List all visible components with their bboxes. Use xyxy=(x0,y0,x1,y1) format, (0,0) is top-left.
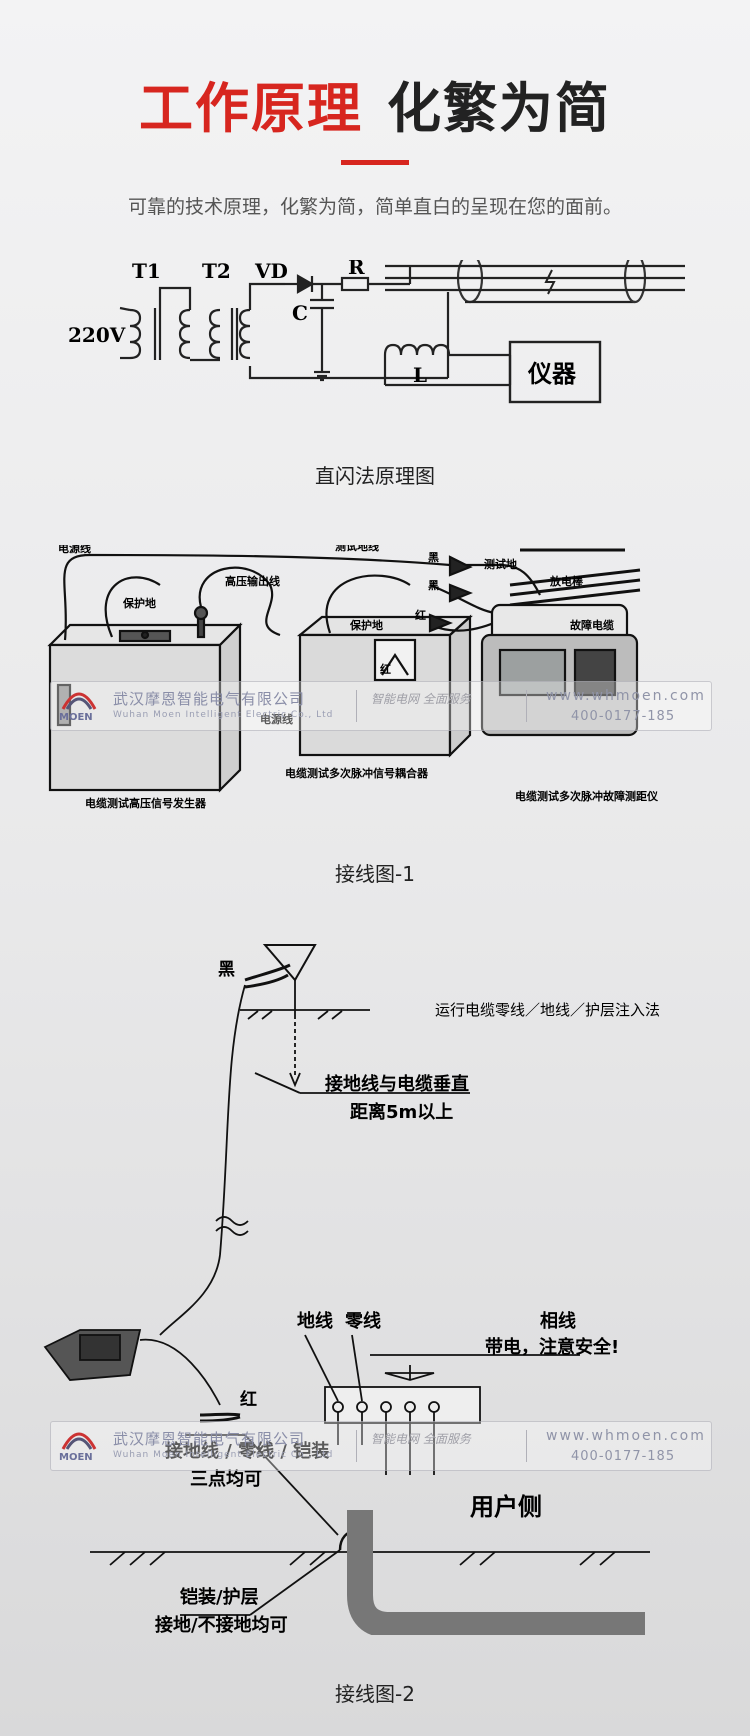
watermark-website: www.whmoen.com xyxy=(546,1428,706,1444)
label-black2: 黑 xyxy=(428,579,439,592)
wiring-diagram-1: 电源线 测试地线 黑 测试地 保护地 高压输出线 放电棒 黑 红 保护地 故障电… xyxy=(47,545,659,810)
label-power-line: 电源线 xyxy=(58,545,91,555)
label-coupler: 电缆测试多次脉冲信号耦合器 xyxy=(285,766,429,780)
label-fault-cable: 故障电缆 xyxy=(570,618,614,632)
page-title: 工作原理化繁为简 xyxy=(0,64,750,143)
watermark-1: MOEN 武汉摩恩智能电气有限公司 Wuhan Moen Intelligent… xyxy=(50,681,712,731)
watermark-company-cn: 武汉摩恩智能电气有限公司 xyxy=(113,690,306,708)
label-black: 黑 xyxy=(218,960,235,980)
watermark-website: www.whmoen.com xyxy=(546,688,706,704)
watermark-company-en: Wuhan Moen Intelligent Electric Co., Ltd xyxy=(113,1450,334,1460)
watermark-slogan: 智能电网 全面服务 xyxy=(371,692,471,706)
label-locator: 电缆测试多次脉冲故障测距仪 xyxy=(515,789,659,803)
label-three-point2: 三点均可 xyxy=(190,1468,262,1490)
label-ground-wire: 地线 xyxy=(297,1310,333,1332)
watermark-separator xyxy=(526,690,527,722)
label-220v: 220V xyxy=(68,323,126,347)
diagram2-caption: 接线图-1 xyxy=(335,862,415,886)
label-armor1: 铠装/护层 xyxy=(179,1586,259,1608)
label-c: C xyxy=(292,301,308,325)
label-vd: VD xyxy=(254,260,288,283)
watermark-2: MOEN 武汉摩恩智能电气有限公司 Wuhan Moen Intelligent… xyxy=(50,1421,712,1471)
watermark-separator xyxy=(356,1430,357,1462)
watermark-phone: 400-0177-185 xyxy=(571,1449,676,1464)
label-l: L xyxy=(413,363,427,387)
label-protect-ground-2: 保护地 xyxy=(349,618,383,632)
watermark-separator xyxy=(356,690,357,722)
title-red: 工作原理 xyxy=(139,77,363,140)
label-live-warning: 带电，注意安全! xyxy=(485,1336,619,1358)
watermark-company-en: Wuhan Moen Intelligent Electric Co., Ltd xyxy=(113,710,334,720)
watermark-phone: 400-0177-185 xyxy=(571,709,676,724)
label-hv-generator: 电缆测试高压信号发生器 xyxy=(85,796,207,810)
watermark-company-cn: 武汉摩恩智能电气有限公司 xyxy=(113,1430,306,1448)
label-test-ground: 测试地 xyxy=(484,557,517,571)
label-perp-line2: 距离5m以上 xyxy=(350,1101,453,1123)
label-t2: T2 xyxy=(202,260,231,283)
label-hv-output-line: 高压输出线 xyxy=(225,574,280,588)
title-black: 化繁为简 xyxy=(387,77,611,140)
label-black: 黑 xyxy=(428,551,439,564)
label-armor2: 接地/不接地均可 xyxy=(155,1614,288,1635)
watermark-separator xyxy=(526,1430,527,1462)
label-method: 运行电缆零线／地线／护层注入法 xyxy=(435,1001,660,1019)
label-r: R xyxy=(348,260,365,279)
label-test-ground-line: 测试地线 xyxy=(335,545,379,553)
label-protect-ground-1: 保护地 xyxy=(122,596,156,610)
watermark-logo-text: MOEN xyxy=(59,1452,93,1463)
label-instrument: 仪器 xyxy=(527,360,577,388)
page-subtitle: 可靠的技术原理，化繁为简，简单直白的呈现在您的面前。 xyxy=(127,196,622,218)
label-power-line-2: 电源线 xyxy=(260,712,293,726)
diagram1-caption: 直闪法原理图 xyxy=(315,464,435,488)
label-phase-wire: 相线 xyxy=(540,1310,576,1332)
diagram3-caption: 接线图-2 xyxy=(335,1682,415,1706)
label-neutral-wire: 零线 xyxy=(344,1310,381,1332)
wiring-diagram-2: 黑 运行电缆零线／地线／护层注入法 接地线与电缆垂直 距离5m以上 地线 零线 … xyxy=(43,944,660,1635)
moen-logo-icon xyxy=(61,692,97,710)
principle-diagram: T1 T2 VD R 220V C L 仪器 xyxy=(68,260,685,404)
watermark-slogan: 智能电网 全面服务 xyxy=(371,1432,471,1446)
label-perp-line1: 接地线与电缆垂直 xyxy=(325,1073,469,1095)
label-three-point1: 接地线 / 零线 / 铠装 xyxy=(165,1440,329,1462)
label-user-side: 用户侧 xyxy=(470,1493,542,1521)
watermark-logo-text: MOEN xyxy=(59,712,93,723)
moen-logo-icon xyxy=(61,1432,97,1450)
label-discharge-rod: 放电棒 xyxy=(549,574,584,588)
label-red2: 红 xyxy=(380,662,391,676)
label-t1: T1 xyxy=(132,260,161,283)
label-red: 红 xyxy=(415,608,426,622)
title-underline xyxy=(341,160,409,165)
label-red: 红 xyxy=(240,1389,257,1410)
